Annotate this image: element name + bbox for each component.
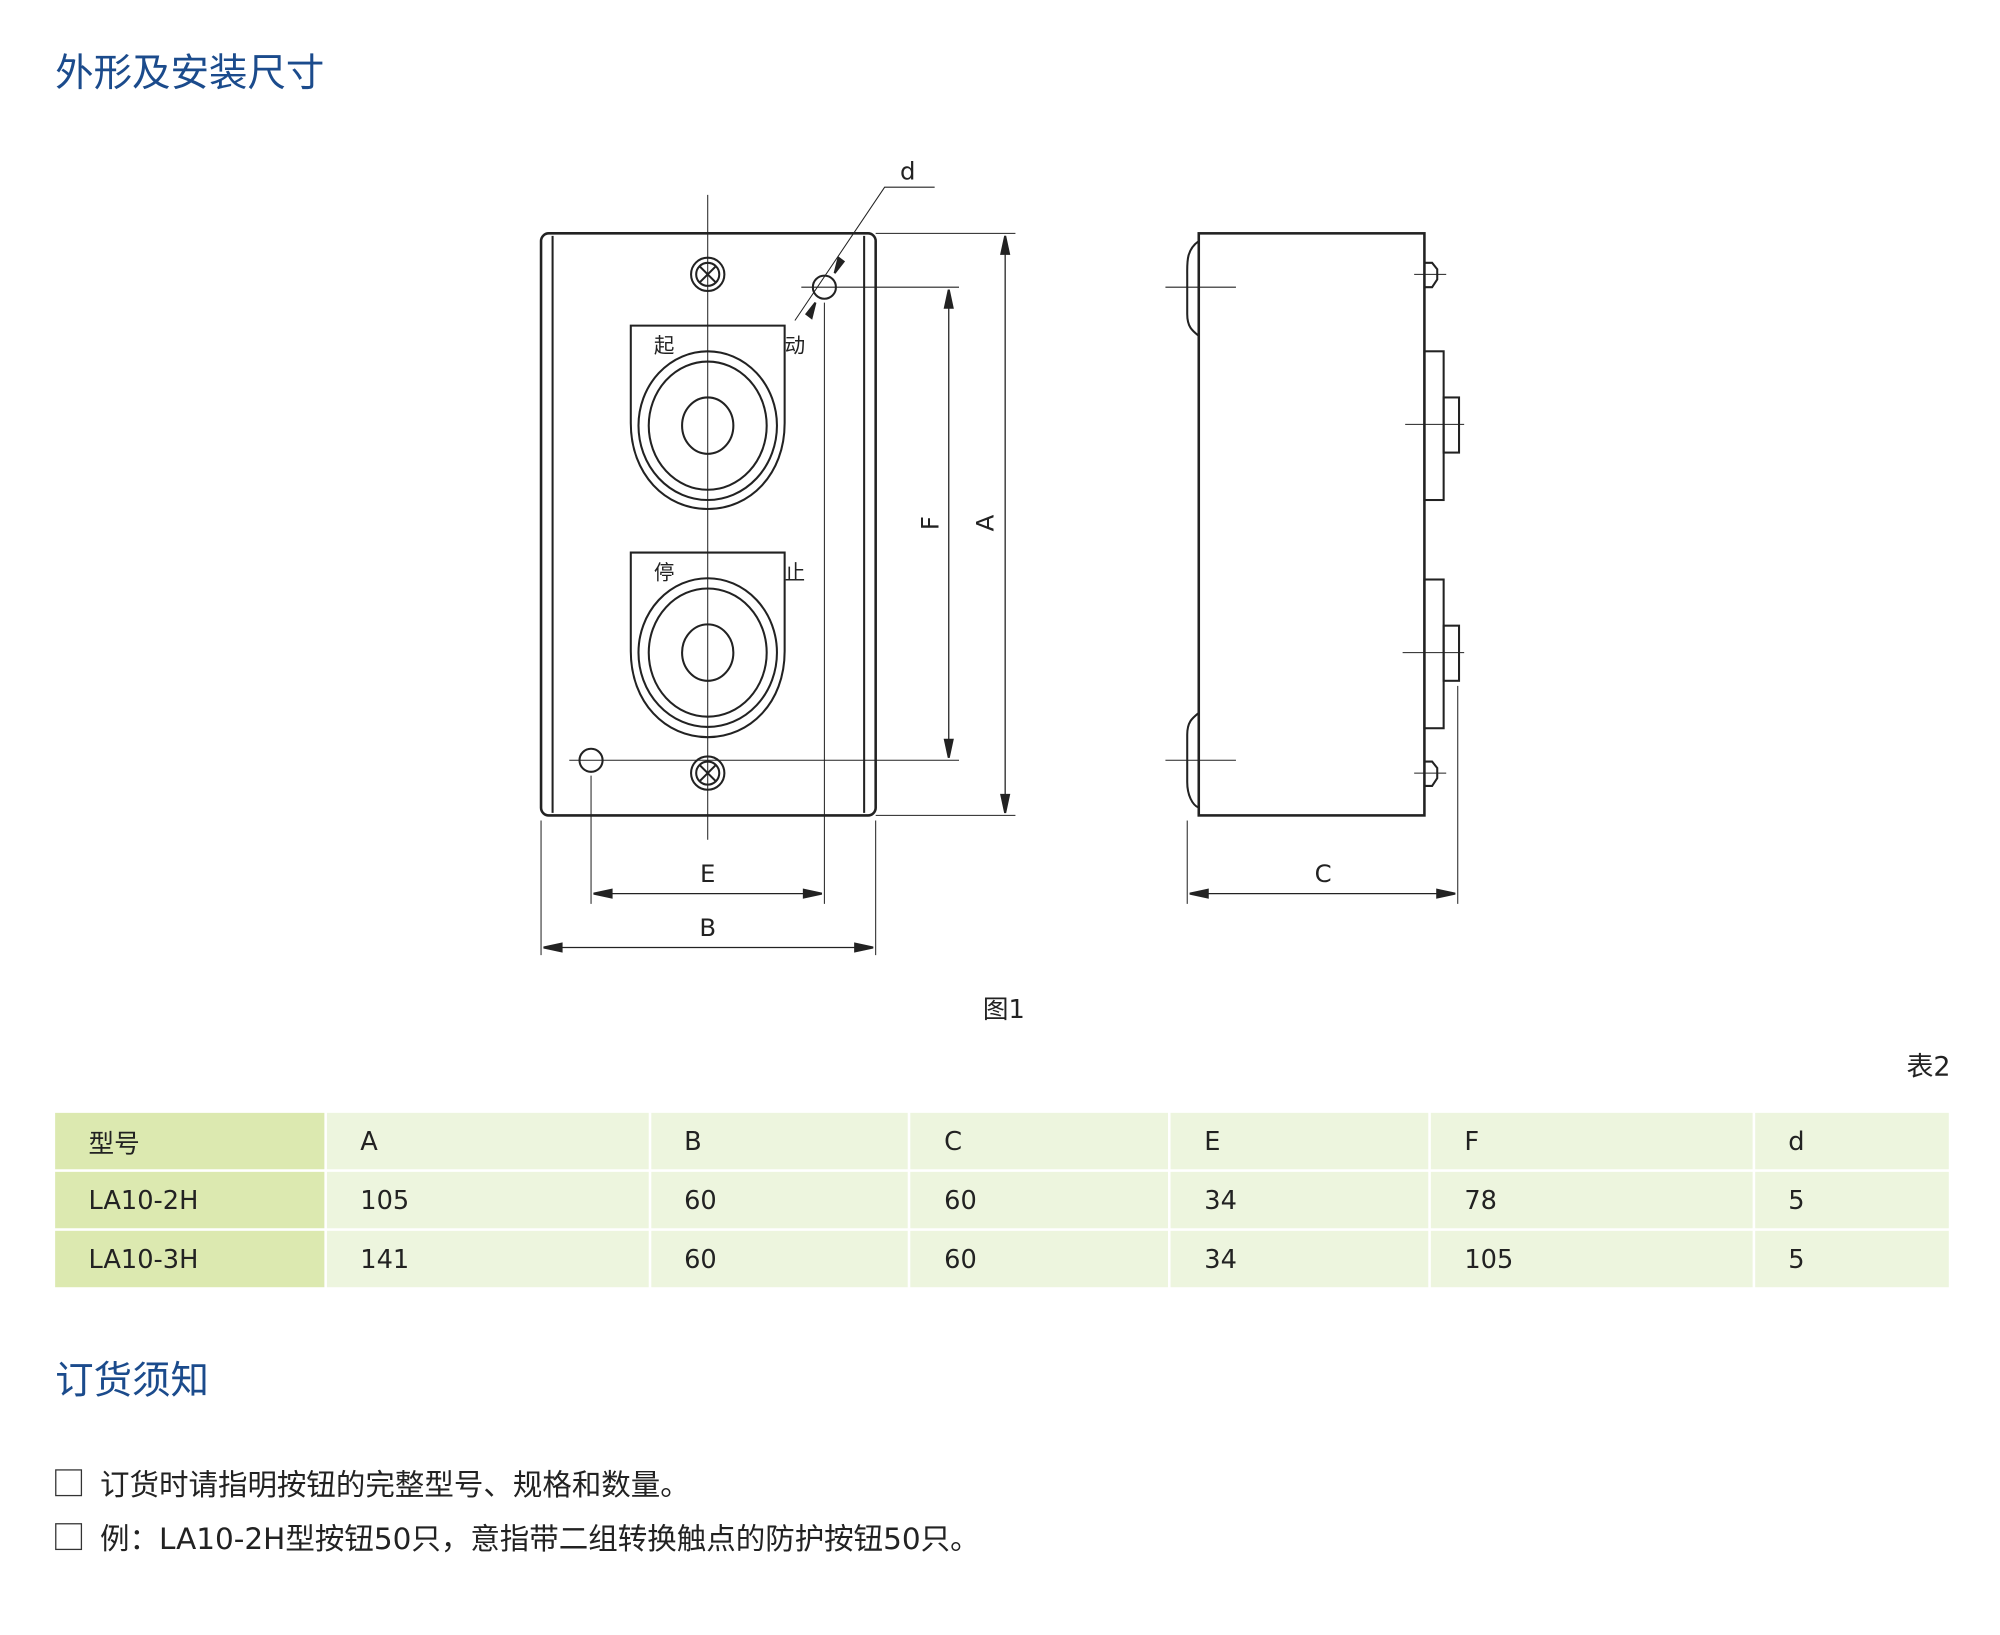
table-cell: LA10-3H — [55, 1230, 325, 1288]
dimensions-table: 型号 A B C E F d LA10-2H 105 60 60 34 78 5… — [53, 1110, 1952, 1289]
table-cell: 60 — [650, 1171, 909, 1229]
section-title-dimensions: 外形及安装尺寸 — [55, 51, 325, 97]
table-cell: 60 — [910, 1171, 1169, 1229]
table-cell: 5 — [1754, 1171, 1949, 1229]
table-header: B — [650, 1112, 909, 1170]
screw-icon — [690, 755, 726, 791]
table-cell: LA10-2H — [55, 1171, 325, 1229]
figure-caption: 图1 — [983, 995, 1025, 1025]
table-header: C — [910, 1112, 1169, 1170]
table-cell: 5 — [1754, 1230, 1949, 1288]
screw-icon — [690, 256, 726, 293]
table-header-row: 型号 A B C E F d — [55, 1112, 1949, 1170]
table-cell: 34 — [1170, 1230, 1429, 1288]
start-label: 动 — [785, 334, 806, 358]
note-text: 例：LA10-2H型按钮50只，意指带二组转换触点的防护按钮50只。 — [100, 1523, 980, 1557]
square-bullet-icon — [55, 1522, 83, 1550]
side-view — [1165, 232, 1465, 904]
table-header: d — [1754, 1112, 1949, 1170]
start-label: 起 — [654, 334, 675, 358]
dim-label-B: B — [699, 913, 716, 942]
dim-label-F: F — [915, 516, 944, 530]
dim-label-A: A — [971, 514, 1000, 531]
table-header: A — [326, 1112, 649, 1170]
table-caption: 表2 — [1906, 1051, 1951, 1083]
table-cell: 34 — [1170, 1171, 1429, 1229]
table-row: LA10-3H 141 60 60 34 105 5 — [55, 1230, 1949, 1288]
table-header: F — [1431, 1112, 1753, 1170]
table-cell: 60 — [910, 1230, 1169, 1288]
table-cell: 60 — [650, 1230, 909, 1288]
stop-label: 止 — [785, 561, 806, 585]
table-cell: 105 — [326, 1171, 649, 1229]
note-text: 订货时请指明按钮的完整型号、规格和数量。 — [100, 1469, 690, 1503]
table-header: E — [1170, 1112, 1429, 1170]
note-item: 订货时请指明按钮的完整型号、规格和数量。 — [55, 1460, 690, 1504]
dim-label-E: E — [700, 859, 715, 888]
table-cell: 105 — [1431, 1230, 1753, 1288]
section-title-ordering: 订货须知 — [55, 1359, 209, 1404]
table-row: LA10-2H 105 60 60 34 78 5 — [55, 1171, 1949, 1229]
stop-label: 停 — [654, 561, 675, 585]
table-header: 型号 — [55, 1112, 325, 1170]
dim-label-C: C — [1315, 859, 1332, 888]
table-cell: 78 — [1431, 1171, 1753, 1229]
table-cell: 141 — [326, 1230, 649, 1288]
dimension-drawing: d A F E B C 起 动 停 止 图1 — [539, 156, 1465, 1025]
note-item: 例：LA10-2H型按钮50只，意指带二组转换触点的防护按钮50只。 — [55, 1514, 980, 1558]
front-view — [539, 186, 1016, 956]
square-bullet-icon — [55, 1468, 83, 1496]
dim-label-d: d — [900, 156, 915, 185]
